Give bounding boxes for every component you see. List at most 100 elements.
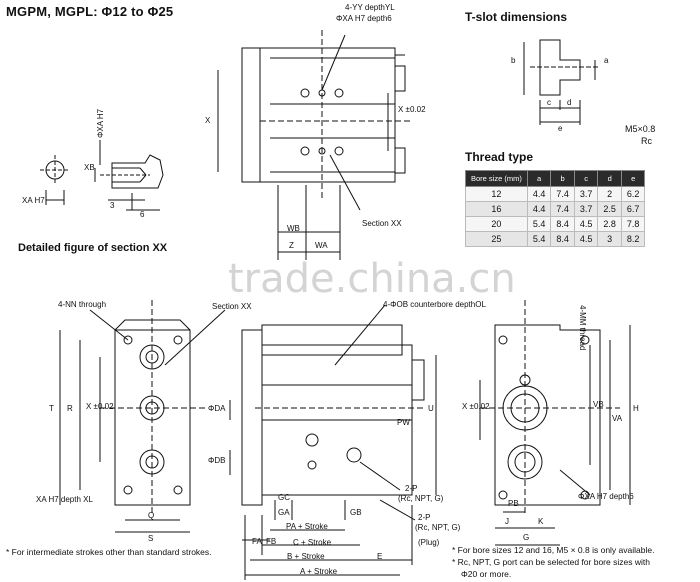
top-yy-label: 4-YY depthYL [345, 3, 395, 12]
table-row: 25 5.4 8.4 4.5 3 8.2 [465, 231, 646, 247]
right-pb-label: PB [508, 499, 519, 508]
front-da-label: ΦDA [208, 404, 226, 413]
table-cell: 12 [465, 186, 528, 202]
front-ob-label: 4-ΦOB counterbore depthOL [383, 300, 486, 309]
table-cell: 20 [465, 216, 528, 232]
left-section-label: Section XX [212, 302, 252, 311]
table-cell: 8.2 [620, 231, 646, 247]
front-b-label: B + Stroke [287, 552, 325, 561]
detail-six-label: 6 [140, 210, 145, 219]
detail-heading: Detailed figure of section XX [18, 242, 168, 254]
col-header: b [550, 170, 575, 187]
tslot-label-d: d [567, 98, 572, 107]
table-cell: 7.4 [550, 186, 575, 202]
front-gc-label: GC [278, 493, 290, 502]
tslot-figure [523, 39, 600, 125]
col-header: e [620, 170, 646, 187]
front-fa-label: FA [252, 537, 262, 546]
right-va-label: VA [612, 414, 623, 423]
right-g-label: G [523, 533, 530, 542]
footnote-right-2: * Rc, NPT, G port can be selected for bo… [452, 557, 650, 567]
table-cell: 2.5 [597, 201, 622, 217]
tslot-label-e: e [558, 124, 563, 133]
detail-three-label: 3 [110, 201, 115, 210]
thread-type-table: Bore size (mm) a b c d e 12 4.4 7.4 3.7 … [465, 170, 646, 247]
front-pa-label: PA + Stroke [286, 522, 328, 531]
detail-xb-label: XB [84, 163, 95, 172]
front-u-label: U [428, 404, 434, 413]
detail-figure [40, 140, 164, 211]
left-r-label: R [67, 404, 73, 413]
col-header: Bore size (mm) [465, 170, 528, 187]
right-j-label: J [505, 517, 509, 526]
footnote-right-1: * For bore sizes 12 and 16, M5 × 0.8 is … [452, 545, 655, 555]
right-xa-label: ΦXA H7 depth6 [578, 492, 634, 501]
col-header: a [526, 170, 552, 187]
front-p2-label: 2-P [418, 513, 431, 522]
tslot-heading: T-slot dimensions [465, 10, 568, 24]
right-vb-label: VB [593, 400, 604, 409]
front-e-label: E [377, 552, 383, 561]
tslot-rc-note: Rc [641, 136, 652, 146]
table-cell: 7.4 [550, 201, 575, 217]
right-x-label: X ±0.02 [462, 402, 490, 411]
tslot-label-b: b [511, 56, 516, 65]
tslot-label-c: c [547, 98, 551, 107]
front-view [229, 304, 437, 580]
left-x-label: X ±0.02 [86, 402, 114, 411]
table-cell: 3.7 [573, 201, 599, 217]
top-view [217, 30, 410, 260]
top-x-label: X [205, 116, 211, 125]
front-db-label: ΦDB [208, 456, 226, 465]
left-xa-label: XA H7 depth XL [36, 495, 93, 504]
table-cell: 5.4 [526, 231, 552, 247]
col-header: d [597, 170, 622, 187]
top-wb-label: WB [287, 224, 300, 233]
table-cell: 2.8 [597, 216, 622, 232]
table-cell: 6.2 [620, 186, 646, 202]
front-plug-label: (Plug) [418, 538, 440, 547]
footnote-left: * For intermediate strokes other than st… [6, 547, 212, 557]
tslot-thread-note: M5×0.8 [625, 124, 656, 134]
left-t-label: T [49, 404, 54, 413]
front-c-label: C + Stroke [293, 538, 332, 547]
table-cell: 4.4 [526, 186, 552, 202]
front-gb-label: GB [350, 508, 362, 517]
footnote-right-3: Φ20 or more. [461, 569, 512, 579]
front-p2b-label: (Rc, NPT, G) [415, 523, 461, 532]
table-cell: 3 [597, 231, 622, 247]
right-view [479, 300, 631, 546]
table-cell: 16 [465, 201, 528, 217]
table-cell: 6.7 [620, 201, 646, 217]
left-nn-label: 4-NN through [58, 300, 107, 309]
table-cell: 2 [597, 186, 622, 202]
thread-type-heading: Thread type [465, 150, 534, 164]
table-cell: 4.4 [526, 201, 552, 217]
tslot-label-a: a [604, 56, 609, 65]
thread-table-header-row: Bore size (mm) a b c d e [465, 170, 646, 187]
top-x-tol-label: X ±0.02 [398, 105, 426, 114]
detail-xa2-label: XA H7 [22, 196, 45, 205]
front-a-label: A + Stroke [300, 567, 338, 576]
watermark: trade.china.cn [228, 256, 516, 302]
table-row: 16 4.4 7.4 3.7 2.5 6.7 [465, 201, 646, 217]
left-q-label: Q [148, 511, 155, 520]
table-cell: 4.5 [573, 231, 599, 247]
front-pw-label: PW [397, 418, 410, 427]
front-fb-label: FB [266, 537, 277, 546]
table-cell: 7.8 [620, 216, 646, 232]
table-cell: 25 [465, 231, 528, 247]
table-row: 20 5.4 8.4 4.5 2.8 7.8 [465, 216, 646, 232]
front-ga-label: GA [278, 508, 290, 517]
col-header: c [573, 170, 599, 187]
left-s-label: S [148, 534, 154, 543]
top-xa-label: ΦXA H7 depth6 [336, 14, 392, 23]
right-k-label: K [538, 517, 544, 526]
top-wa-label: WA [315, 241, 328, 250]
right-h-label: H [633, 404, 639, 413]
front-p1-label: 2-P [405, 484, 418, 493]
table-cell: 5.4 [526, 216, 552, 232]
right-hex-label: 4-MM thread [578, 305, 587, 351]
left-view [59, 300, 226, 533]
